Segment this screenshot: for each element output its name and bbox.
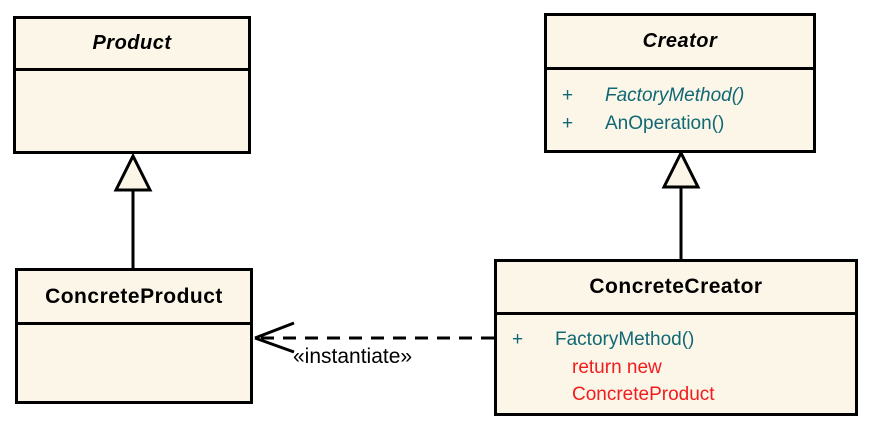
instantiate-label: «instantiate» — [293, 345, 413, 368]
visibility-plus: + — [562, 113, 574, 134]
method-factorymethod: + FactoryMethod() — [512, 326, 855, 354]
concrete-creator-class-box: ConcreteCreator + FactoryMethod() return… — [494, 259, 858, 416]
creator-class-box: Creator + FactoryMethod() + AnOperation(… — [544, 13, 816, 153]
method-name: AnOperation() — [605, 113, 725, 134]
code-note-line: ConcreteProduct — [572, 384, 715, 405]
generalization-arrow-product — [113, 152, 153, 268]
concrete-product-class-box: ConcreteProduct — [15, 268, 253, 404]
method-name: FactoryMethod() — [605, 85, 745, 106]
class-title: Creator — [547, 16, 813, 70]
code-note-line: return new — [572, 357, 662, 378]
operations-compartment: + FactoryMethod() return new ConcretePro… — [497, 315, 855, 408]
empty-compartment — [18, 325, 250, 337]
hollow-triangle-icon — [113, 152, 153, 192]
generalization-arrow-creator — [661, 149, 701, 259]
open-arrowhead-icon — [254, 321, 295, 354]
method-factorymethod: + FactoryMethod() — [562, 82, 813, 110]
visibility-plus: + — [562, 85, 574, 106]
hollow-triangle-icon — [661, 149, 701, 189]
operations-compartment: + FactoryMethod() + AnOperation() — [547, 70, 813, 138]
class-title: Product — [16, 19, 248, 71]
class-title: ConcreteProduct — [18, 271, 250, 325]
visibility-plus: + — [512, 329, 524, 350]
product-class-box: Product — [13, 16, 251, 154]
class-title: ConcreteCreator — [497, 262, 855, 315]
empty-compartment — [16, 71, 248, 83]
method-anoperation: + AnOperation() — [562, 110, 813, 138]
method-name: FactoryMethod() — [555, 329, 695, 350]
